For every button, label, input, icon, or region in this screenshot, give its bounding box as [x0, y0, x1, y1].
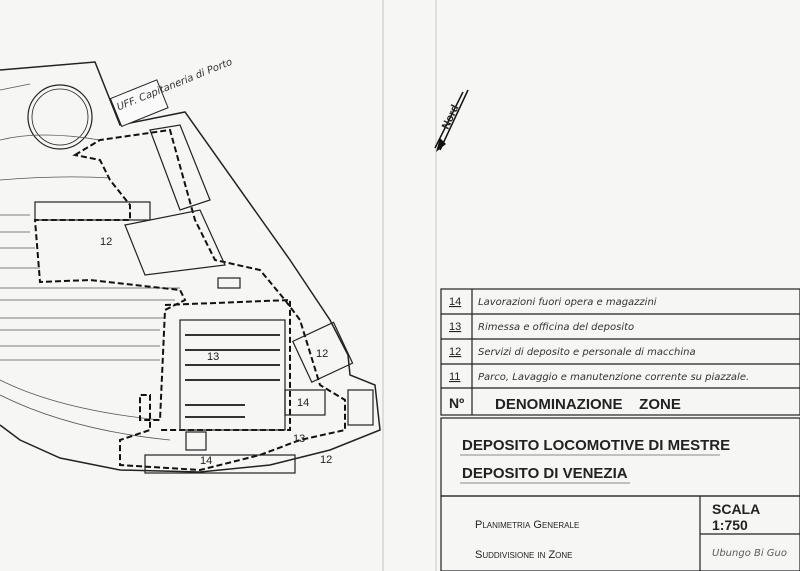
- office-building: UFF. Capitaneria di Porto: [109, 57, 234, 128]
- legend-description: Servizi di deposito e personale di macch…: [478, 347, 696, 358]
- zone-label: 12: [316, 348, 328, 360]
- workshop-tracks: [185, 334, 280, 418]
- title-line-1: DEPOSITO LOCOMOTIVE DI MESTRE: [462, 437, 730, 454]
- zone-labels: 12 13 12 14 13 14 12: [100, 236, 332, 467]
- north-label: Nord: [440, 103, 462, 131]
- subtitle-1: Planimetria Generale: [475, 519, 579, 531]
- zone-label: 14: [200, 455, 212, 467]
- title-line-2: DEPOSITO DI VENEZIA: [462, 465, 628, 482]
- legend-number: 14: [449, 296, 461, 308]
- zone-label: 12: [100, 236, 112, 248]
- legend-rows: 14 Lavorazioni fuori opera e magazzini 1…: [449, 296, 749, 413]
- office-label: UFF. Capitaneria di Porto: [115, 57, 234, 113]
- scale-value: 1:750: [712, 517, 748, 533]
- signature: Ubungo Bi Guo: [712, 548, 787, 559]
- title-block: [440, 417, 800, 571]
- subtitle-2: Suddivisione in Zone: [475, 549, 573, 561]
- legend-table: [440, 288, 800, 416]
- zone-label: 14: [297, 397, 309, 409]
- site-boundary: [0, 61, 381, 473]
- legend-number: 13: [449, 321, 461, 333]
- legend-header-number: Nº: [449, 395, 464, 411]
- legend-description: Lavorazioni fuori opera e magazzini: [478, 297, 657, 308]
- legend-number: 12: [449, 346, 461, 358]
- zone-label: 12: [320, 454, 332, 466]
- legend-description: Parco, Lavaggio e manutenzione corrente …: [478, 372, 749, 383]
- zone-label: 13: [207, 351, 219, 363]
- north-arrow: Nord: [434, 89, 469, 152]
- railway-tracks: [0, 83, 180, 441]
- scale-label: SCALA: [712, 501, 760, 517]
- buildings: [34, 124, 374, 474]
- legend-description: Rimessa e officina del deposito: [478, 322, 634, 333]
- zone-label: 13: [293, 433, 305, 445]
- legend-header-title: DENOMINAZIONE ZONE: [495, 396, 681, 413]
- legend-number: 11: [449, 371, 460, 383]
